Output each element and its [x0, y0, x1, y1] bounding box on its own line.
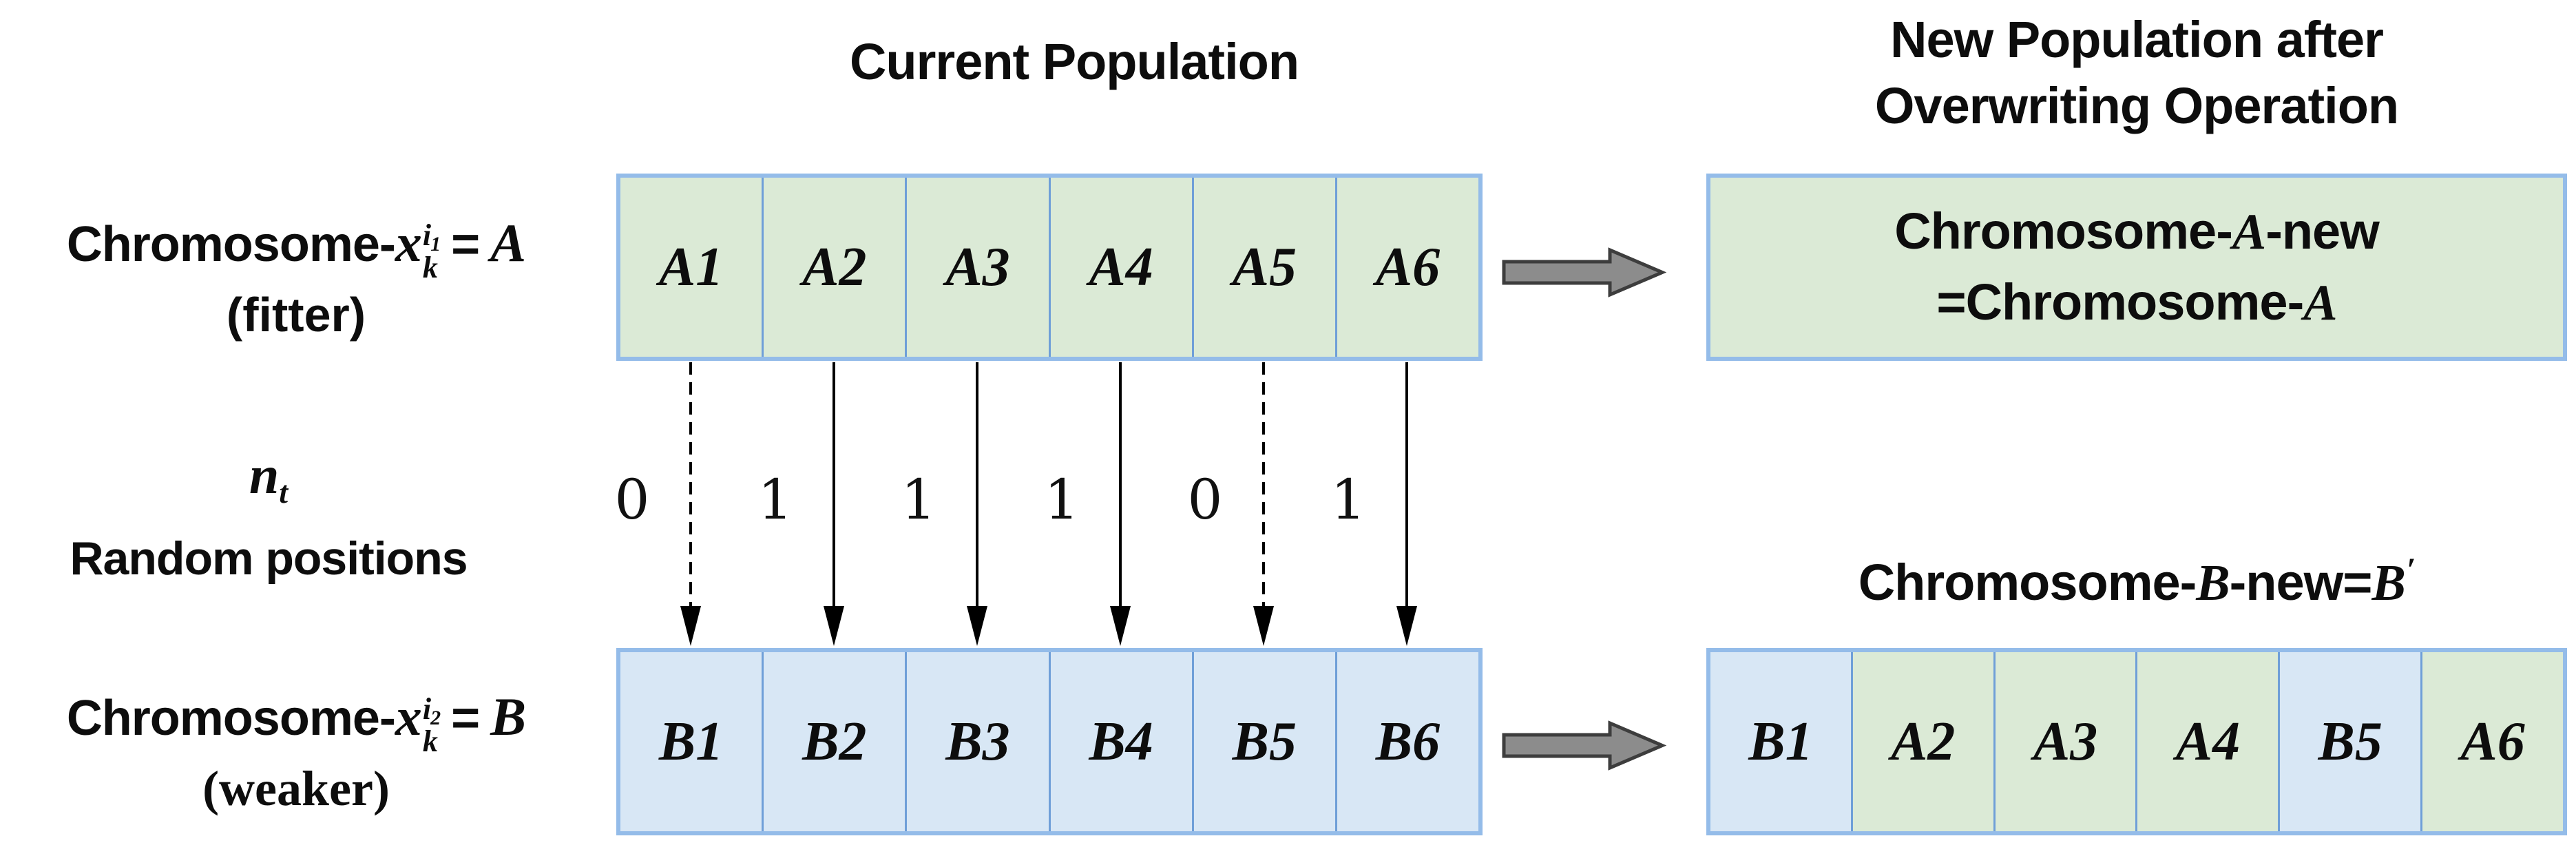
random-position-value-5: 0	[1187, 468, 1223, 532]
chromosome-b-prefix: Chromosome-	[66, 691, 396, 746]
gene-cell-b2: B2	[764, 652, 908, 831]
right-arrow-bottom-icon	[1502, 720, 1666, 771]
chromosome-a-row: A1 A2 A3 A4 A5 A6	[616, 174, 1483, 361]
equals-sign: =	[451, 217, 480, 272]
random-positions-caption: Random positions	[70, 532, 468, 585]
new-gene-cell-6: A6	[2422, 652, 2563, 831]
chromosome-a-variable: x	[395, 213, 422, 273]
gene-cell-a4: A4	[1050, 178, 1194, 357]
gene-cell-a2: A2	[764, 178, 908, 357]
gene-cell-b4: B4	[1050, 652, 1194, 831]
gene-cell-a6: A6	[1337, 178, 1479, 357]
transfer-arrow-1	[680, 362, 701, 646]
new-population-title-line1: New Population after	[1890, 11, 2384, 68]
transfer-arrow-4	[1110, 362, 1131, 646]
chromosome-b-variable: x	[395, 687, 422, 747]
new-population-title-line2: Overwriting Operation	[1874, 77, 2399, 134]
transfer-arrow-2	[824, 362, 844, 646]
gene-cell-b5: B5	[1193, 652, 1337, 831]
chromosome-b-qualifier: (weaker)	[202, 761, 390, 816]
transfer-arrow-5	[1253, 362, 1274, 646]
nt-symbol: nt	[249, 445, 289, 510]
new-gene-cell-5: B5	[2280, 652, 2423, 831]
chromosome-b-value: B	[490, 687, 526, 747]
current-population-title: Current Population	[849, 33, 1299, 90]
gene-cell-a3: A3	[907, 178, 1051, 357]
gene-cell-b6: B6	[1337, 652, 1479, 831]
equals-sign: =	[451, 691, 480, 746]
chromosome-a-value: A	[490, 213, 526, 273]
chromosome-a-new-box: Chromosome-A-new =Chromosome-A	[1706, 174, 2567, 361]
new-population-title: New Population after Overwriting Operati…	[1827, 7, 2447, 139]
gene-cell-b3: B3	[907, 652, 1051, 831]
gene-cell-a1: A1	[620, 178, 764, 357]
chromosome-b-new-row: B1 A2 A3 A4 B5 A6	[1706, 648, 2567, 835]
random-position-value-1: 0	[614, 468, 650, 532]
random-position-value-3: 1	[901, 468, 936, 532]
new-gene-cell-3: A3	[1995, 652, 2138, 831]
new-gene-cell-1: B1	[1710, 652, 1853, 831]
chromosome-a-new-line2: =Chromosome-A	[1936, 273, 2337, 331]
transfer-arrows	[680, 362, 1417, 646]
gene-cell-a5: A5	[1193, 178, 1337, 357]
chromosome-b-new-label: Chromosome-B-new=B′	[1858, 552, 2416, 612]
random-position-value-6: 1	[1330, 468, 1366, 532]
random-position-value-4: 1	[1044, 468, 1080, 532]
chromosome-a-prefix: Chromosome-	[66, 217, 396, 272]
random-position-value-2: 1	[757, 468, 793, 532]
new-gene-cell-4: A4	[2137, 652, 2281, 831]
transfer-arrow-6	[1396, 362, 1417, 646]
chromosome-a-new-line1: Chromosome-A-new	[1894, 202, 2380, 260]
gene-cell-b1: B1	[620, 652, 764, 831]
chromosome-b-row: B1 B2 B3 B4 B5 B6	[616, 648, 1483, 835]
random-positions-label: nt Random positions	[10, 446, 527, 586]
new-gene-cell-2: A2	[1852, 652, 1996, 831]
chromosome-a-qualifier: (fitter)	[226, 288, 366, 342]
right-arrow-top-icon	[1502, 247, 1666, 298]
transfer-arrow-3	[967, 362, 987, 646]
